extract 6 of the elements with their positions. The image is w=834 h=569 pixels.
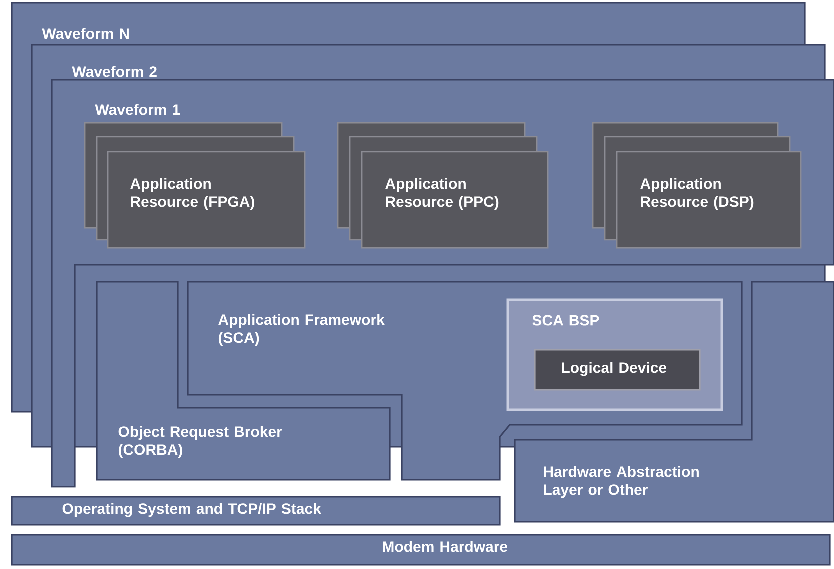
device-box: Logical Device — [534, 349, 701, 391]
layer-panel: Operating System and TCP/IP Stack — [11, 496, 501, 526]
layer-panel: Modem Hardware — [11, 534, 831, 566]
resource-box: Application Resource (FPGA) — [107, 151, 306, 249]
resource-box: Application Resource (PPC) — [361, 151, 549, 249]
resource-box: Application Resource (DSP) — [616, 151, 802, 249]
